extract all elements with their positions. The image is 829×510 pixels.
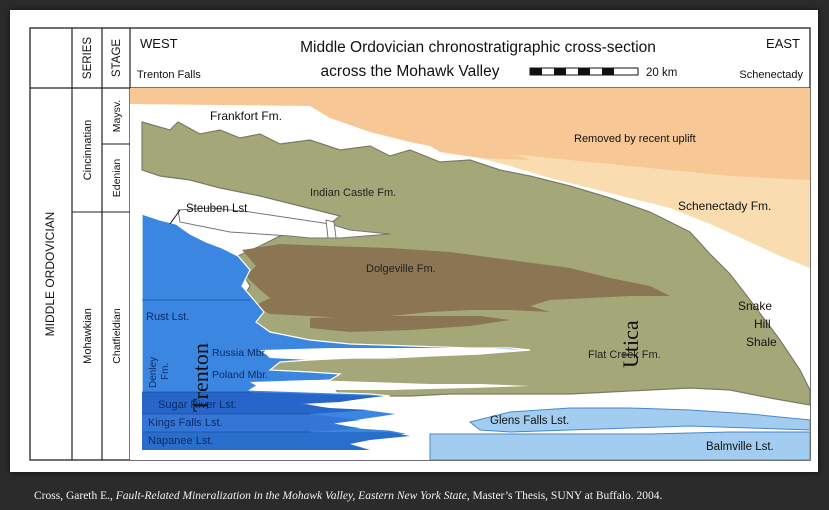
russia-member — [260, 348, 530, 360]
label-poland: Poland Mbr. — [212, 369, 268, 381]
citation-rest: , Master’s Thesis, SUNY at Buffalo. 2004… — [466, 490, 663, 502]
label-trenton: Trenton — [188, 343, 213, 412]
label-removed: Removed by recent uplift — [574, 133, 696, 145]
label-sugar-river: Sugar River Lst. — [158, 399, 237, 411]
series-cincinnatian: Cincinnatian — [82, 120, 94, 181]
series-header: SERIES — [82, 37, 94, 80]
label-balmville: Balmville Lst. — [706, 441, 774, 453]
label-steuben: Steuben Lst — [186, 203, 248, 215]
east-label: EAST — [766, 36, 800, 51]
system-label: MIDDLE ORDOVICIAN — [43, 212, 57, 337]
stage-chatfieldian: Chatfieldian — [111, 308, 123, 364]
scale-label: 20 km — [646, 67, 677, 79]
balmville-unit — [429, 431, 810, 460]
label-napanee: Napanee Lst. — [148, 435, 213, 447]
label-hill: Hill — [754, 317, 771, 331]
label-dolgeville: Dolgeville Fm. — [366, 263, 436, 275]
label-indian-castle: Indian Castle Fm. — [310, 187, 396, 199]
dolgeville-unit — [242, 244, 670, 318]
label-schenectady: Schenectady Fm. — [678, 199, 771, 213]
title-line-1: Middle Ordovician chronostratigraphic cr… — [300, 39, 656, 56]
label-shale: Shale — [746, 335, 777, 349]
label-utica: Utica — [618, 320, 643, 368]
stage-edenian: Edenian — [111, 159, 123, 198]
title-line-2: across the Mohawk Valley — [321, 63, 500, 80]
cross-section-diagram: MIDDLE ORDOVICIAN SERIES STAGE Cincinnat… — [29, 27, 811, 461]
steuben-leader — [169, 209, 181, 225]
frankfort-unit — [130, 88, 810, 260]
unit-labels: Frankfort Fm. Removed by recent uplift I… — [146, 109, 777, 453]
label-kings-falls: Kings Falls Lst. — [148, 417, 223, 429]
label-flat-creek: Flat Creek Fm. — [588, 349, 661, 361]
schenectady-unit — [450, 150, 810, 268]
label-snake: Snake — [738, 299, 772, 313]
stage-maysville: Maysv. — [111, 100, 123, 132]
label-rust: Rust Lst. — [146, 311, 189, 323]
label-frankfort: Frankfort Fm. — [210, 109, 282, 123]
section-panel — [130, 88, 810, 460]
kings-falls-unit — [142, 414, 360, 432]
stage-header: STAGE — [111, 39, 123, 77]
citation-author: Cross, Gareth E., — [34, 490, 116, 502]
west-label: WEST — [140, 36, 178, 51]
poland-member — [250, 380, 530, 390]
napanee-unit — [142, 432, 410, 450]
east-place: Schenectady — [739, 69, 803, 81]
label-denley-1: Denley — [148, 357, 159, 388]
sugar-river-unit — [142, 392, 380, 414]
label-glens-falls: Glens Falls Lst. — [490, 415, 569, 427]
glens-falls-unit — [468, 407, 810, 433]
label-denley-2: Fm. — [160, 363, 171, 380]
series-mohawkian: Mohawkian — [82, 308, 94, 364]
figure-frame: MIDDLE ORDOVICIAN SERIES STAGE Cincinnat… — [10, 10, 818, 472]
citation-title: Fault-Related Mineralization in the Moha… — [115, 490, 467, 502]
scale-bar — [529, 67, 639, 76]
label-russia: Russia Mbr. — [212, 347, 267, 359]
citation: Cross, Gareth E., Fault-Related Minerali… — [34, 490, 662, 502]
steuben-unit — [177, 207, 391, 239]
west-place: Trenton Falls — [137, 69, 201, 81]
